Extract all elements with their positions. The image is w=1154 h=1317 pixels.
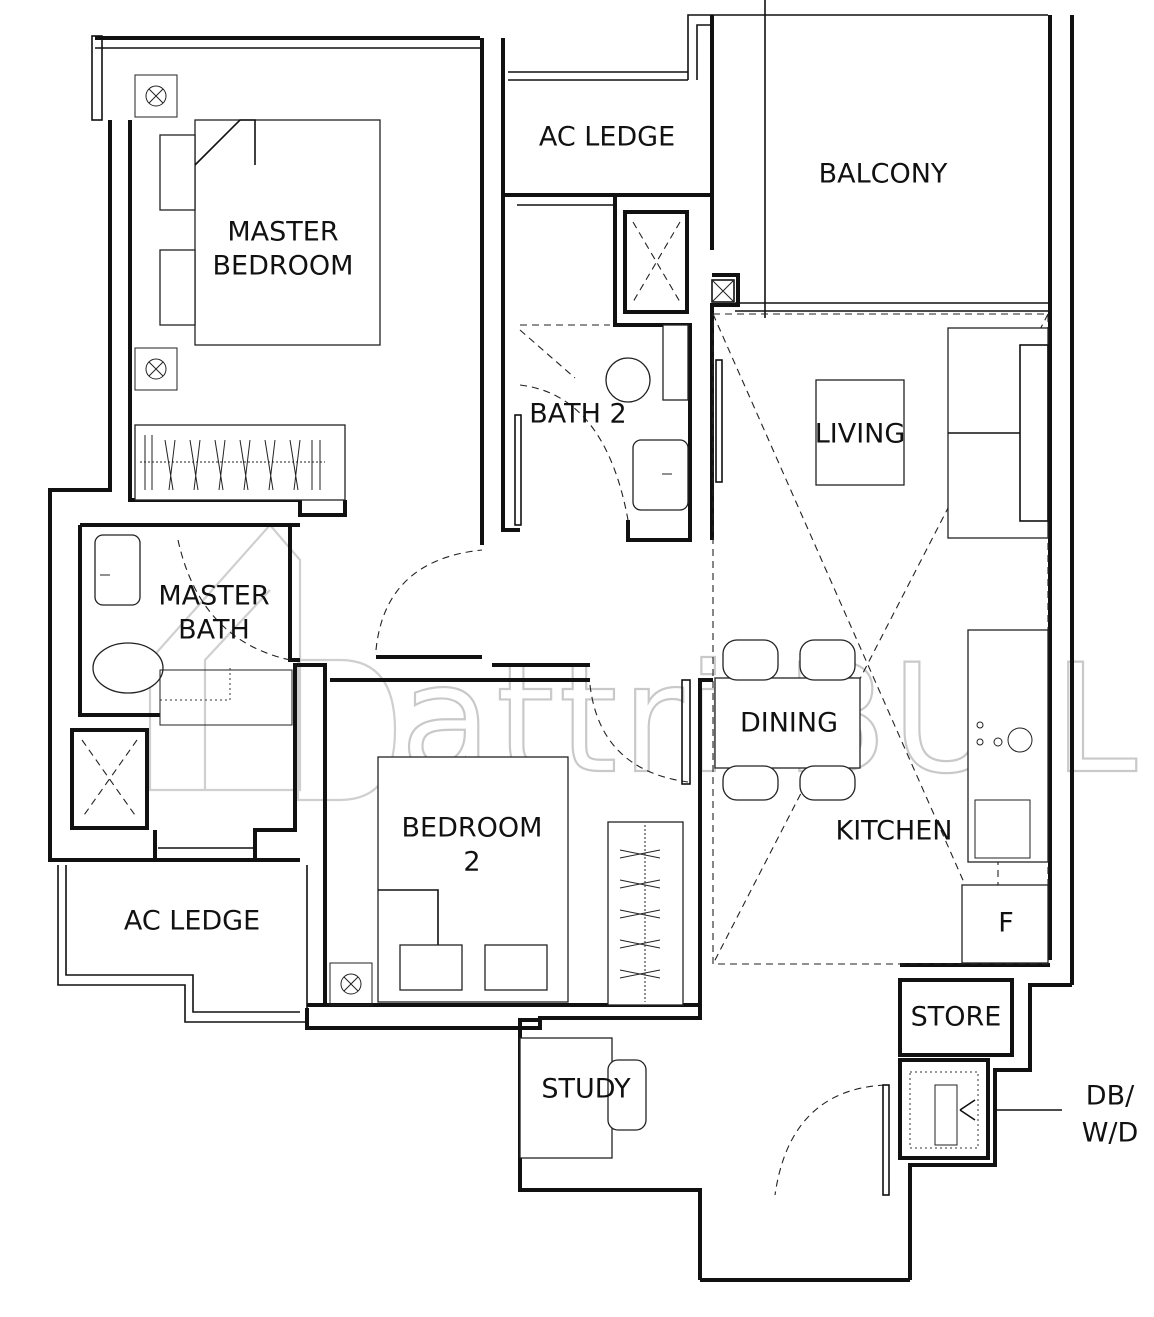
doors [177, 324, 890, 1196]
label-balcony: BALCONY [819, 159, 948, 190]
room-labels: MASTER BEDROOM AC LEDGE BALCONY BATH 2 L… [124, 122, 1138, 1149]
label-dining: DINING [740, 708, 838, 739]
label-ac-ledge-bottom: AC LEDGE [124, 906, 260, 937]
label-kitchen: KITCHEN [836, 816, 953, 847]
label-ac-ledge-top: AC LEDGE [539, 122, 675, 153]
label-bath-2: BATH 2 [529, 399, 626, 430]
label-wd: W/D [1082, 1118, 1139, 1149]
label-master-bedroom-2: BEDROOM [213, 251, 354, 282]
label-master-bath-1: MASTER [158, 581, 269, 612]
label-store: STORE [911, 1002, 1002, 1033]
furniture [70, 74, 1062, 1159]
label-bedroom-2-1: BEDROOM [402, 813, 543, 844]
wardrobe-hangers [140, 435, 325, 491]
label-living: LIVING [815, 419, 906, 450]
label-master-bedroom-1: MASTER [227, 217, 338, 248]
label-db: DB/ [1086, 1081, 1135, 1112]
label-study: STUDY [541, 1074, 631, 1105]
label-fridge: F [998, 908, 1014, 939]
label-bedroom-2-2: 2 [463, 847, 480, 878]
label-master-bath-2: BATH [178, 615, 250, 646]
wardrobe-hangers-2 [619, 825, 661, 1002]
fan-icons [134, 74, 373, 1006]
